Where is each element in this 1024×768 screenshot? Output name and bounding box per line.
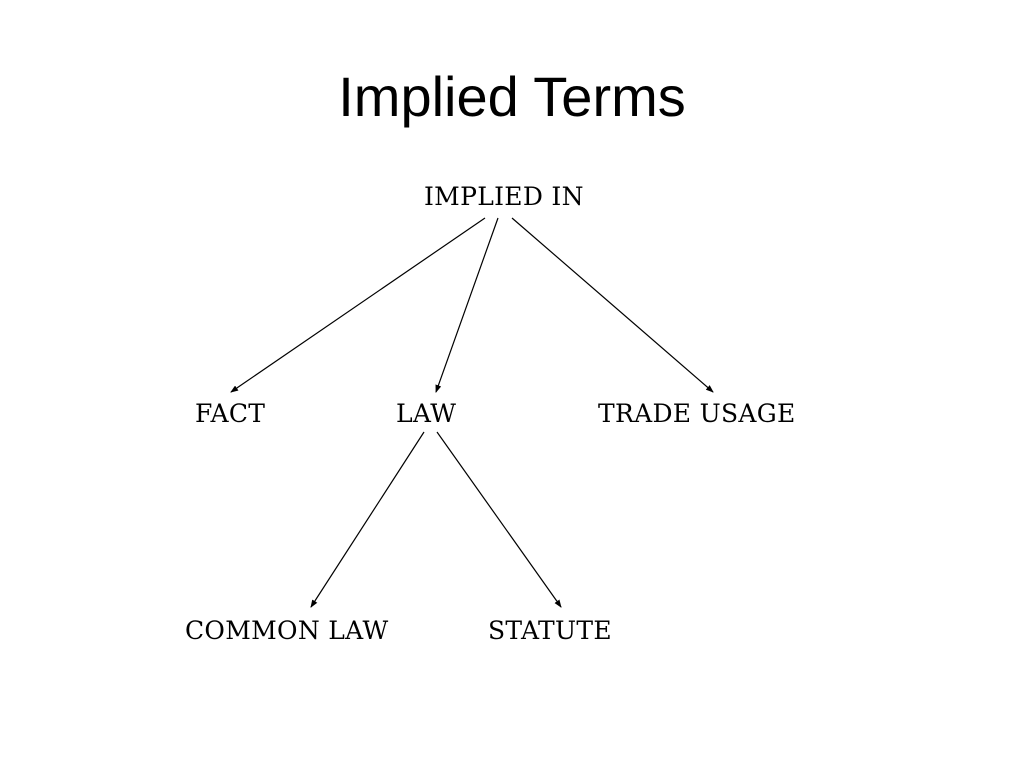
node-fact: FACT (195, 399, 266, 428)
edge-law-to-statute (436, 431, 562, 608)
node-common-law: COMMON LAW (185, 616, 389, 645)
node-trade-usage: TRADE USAGE (598, 399, 796, 428)
edge-law-to-common-law (310, 431, 425, 608)
slide-title: Implied Terms (338, 65, 686, 128)
edge-implied-to-fact (230, 217, 486, 393)
node-law: LAW (396, 399, 457, 428)
edge-implied-to-law (435, 217, 499, 393)
node-statute: STATUTE (488, 616, 612, 645)
node-implied-in: IMPLIED IN (424, 182, 584, 211)
edge-implied-to-trade-usage (511, 217, 714, 393)
